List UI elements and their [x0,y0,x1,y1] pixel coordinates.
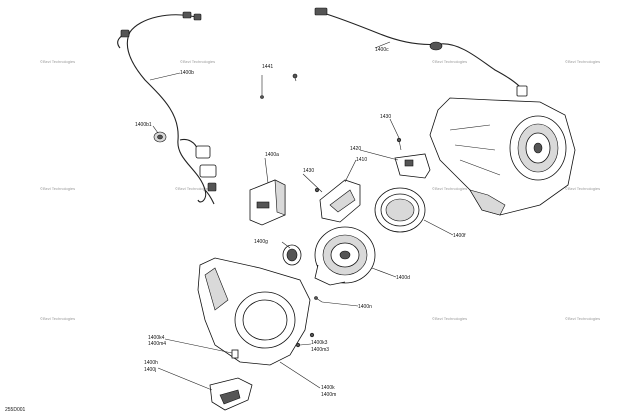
callout-1400j: 1400j [144,367,156,373]
figure-id: 255D001 [5,407,26,413]
callout-1430-lower: 1430 [303,168,314,174]
watermark: ©Bezi Technologies [40,186,75,191]
callout-1430-upper: 1430 [380,114,391,120]
screw-1441 [260,73,298,99]
callout-1400g: 1400g [254,239,268,245]
rotor-1400d [314,226,376,286]
cover-1400k [197,257,315,366]
callout-1400b: 1400b [180,70,194,76]
callout-labels: 1400b 1400c 1441 1400b1 1430 1420 1410 1… [135,47,466,398]
watermark: ©Bezi Technologies [432,316,467,321]
watermark-layer: ©Bezi Technologies ©Bezi Technologies ©B… [40,59,600,321]
callout-1400m: 1400m [321,392,336,398]
callout-1441: 1441 [262,64,273,70]
bolt-1400n [314,296,323,303]
watermark: ©Bezi Technologies [565,316,600,321]
wiring-harness-1400b [117,11,217,205]
watermark: ©Bezi Technologies [432,59,467,64]
watermark: ©Bezi Technologies [432,186,467,191]
callout-1400k4: 1400k4 [148,335,165,341]
callout-1410: 1410 [356,157,367,163]
leader-lines [149,41,454,391]
watermark: ©Bezi Technologies [40,59,75,64]
engine-housing [429,97,576,216]
grommet-1400b1 [153,131,167,143]
stator-ring-1400f [374,187,426,233]
callout-1400n: 1400n [358,304,372,310]
callout-1400k: 1400k [321,385,335,391]
watermark: ©Bezi Technologies [565,186,600,191]
watermark: ©Bezi Technologies [565,59,600,64]
connector-1400h [209,377,253,411]
callout-1400d: 1400d [396,275,410,281]
bracket-1420 [394,153,431,179]
callout-1400h: 1400h [144,360,158,366]
watermark: ©Bezi Technologies [180,59,215,64]
sensor-1400g [282,244,302,266]
callout-1400m3: 1400m3 [311,347,329,353]
coil-1410 [314,179,361,223]
callout-1420: 1420 [350,146,361,152]
clip-1400k4 [231,349,239,359]
watermark: ©Bezi Technologies [175,186,210,191]
bolt-1430-upper [396,137,402,151]
callout-1400f: 1400f [453,233,466,239]
callout-1400c: 1400c [375,47,389,53]
ecu-module-1400a [249,179,286,226]
callout-1400b1: 1400b1 [135,122,152,128]
watermark: ©Bezi Technologies [40,316,75,321]
callout-1400a: 1400a [265,152,279,158]
wiring-harness-1400c [314,7,528,97]
callout-1400m4: 1400m4 [148,341,166,347]
callout-1400k3: 1400k3 [311,340,328,346]
